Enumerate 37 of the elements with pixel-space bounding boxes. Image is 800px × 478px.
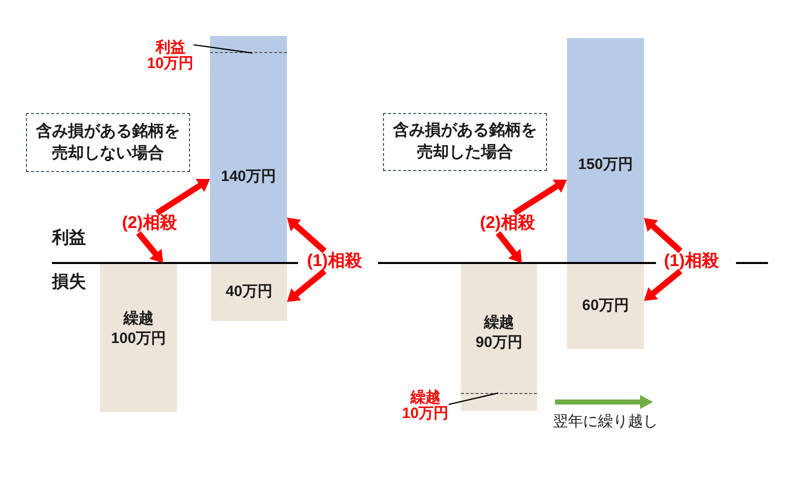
arrow	[287, 218, 327, 254]
bar-label: 40万円	[226, 282, 272, 302]
bar-label: 60万円	[582, 296, 629, 316]
offset-label: (2)相殺	[122, 213, 177, 233]
bar-label: 90万円	[476, 333, 522, 353]
bar-label: 繰越	[484, 313, 514, 333]
profit-bar	[210, 36, 287, 263]
arrow	[287, 268, 326, 302]
offset-label: (2)相殺	[480, 213, 535, 233]
scenario-label: 含み損がある銘柄を売却した場合	[392, 120, 538, 163]
bar-label: 150万円	[578, 155, 634, 175]
bar-label: 140万円	[220, 167, 276, 187]
leader-line	[194, 44, 252, 54]
loss-bar	[100, 263, 177, 412]
callout-label: 繰越 10万円	[402, 390, 449, 422]
arrow	[644, 268, 682, 301]
arrow	[644, 218, 682, 254]
bar-label: 100万円	[110, 329, 166, 349]
axis-label: 損失	[52, 271, 86, 293]
loss-bar	[567, 263, 644, 349]
arrow	[155, 178, 210, 216]
axis-label: 利益	[52, 227, 86, 249]
scenario-box	[26, 113, 190, 172]
scenario-box	[383, 113, 547, 171]
direction-label: 翌年に繰り越し	[553, 412, 658, 432]
arrow	[512, 180, 567, 216]
callout-label: 利益 10万円	[147, 40, 194, 72]
arrow	[136, 231, 164, 263]
loss-bar	[461, 263, 537, 411]
offset-label: (1)相殺	[664, 251, 719, 271]
scenario-label: 含み損がある銘柄を売却しない場合	[34, 122, 181, 164]
leader-line	[448, 392, 498, 405]
bar-label: 繰越	[124, 309, 154, 329]
profit-bar	[567, 38, 644, 263]
offset-label: (1)相殺	[307, 251, 362, 271]
loss-bar	[211, 263, 287, 321]
arrow	[496, 231, 522, 263]
